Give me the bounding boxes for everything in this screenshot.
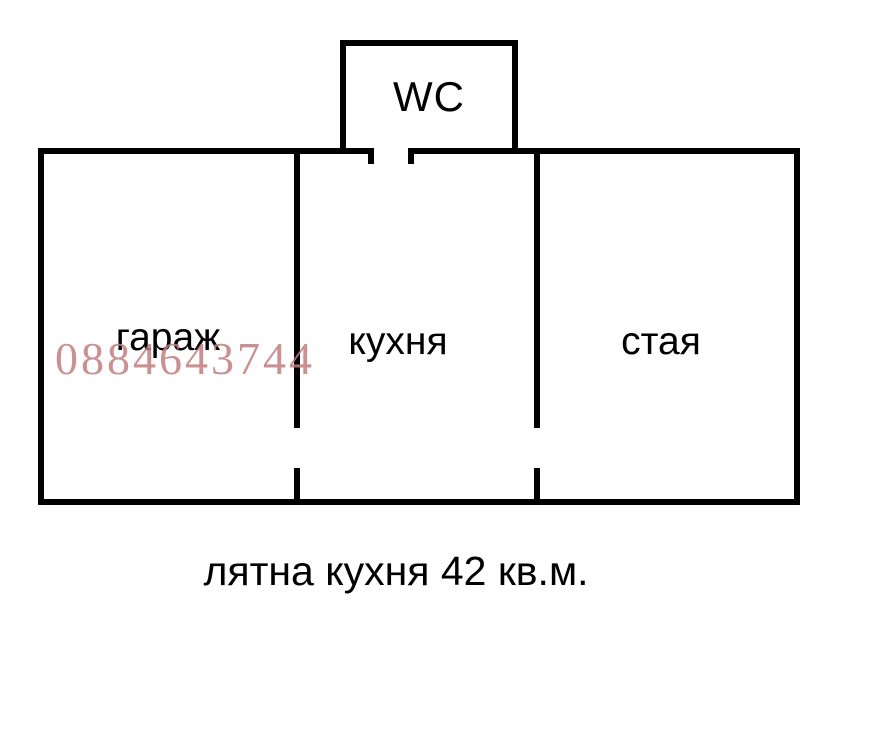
wall-kitchen-room-upper — [534, 154, 540, 428]
room-label-room: стая — [621, 320, 701, 363]
wall-garage-kitchen-upper — [294, 154, 300, 428]
wall-garage-kitchen-lower — [294, 468, 300, 499]
room-label-kitchen: кухня — [348, 320, 448, 363]
wc-door-jamb-left — [368, 148, 374, 164]
wc-room: WC — [340, 40, 518, 148]
building-outline — [38, 148, 800, 505]
room-label-garage: гараж — [115, 316, 221, 359]
wall-kitchen-room-lower — [534, 468, 540, 499]
wc-door-opening — [374, 148, 408, 154]
watermark-phone-number: 0884643744 — [55, 333, 315, 384]
wc-room-label: WC — [393, 73, 465, 120]
wc-door-jamb-right — [408, 148, 414, 164]
plan-caption: лятна кухня 42 кв.м. — [203, 548, 589, 594]
